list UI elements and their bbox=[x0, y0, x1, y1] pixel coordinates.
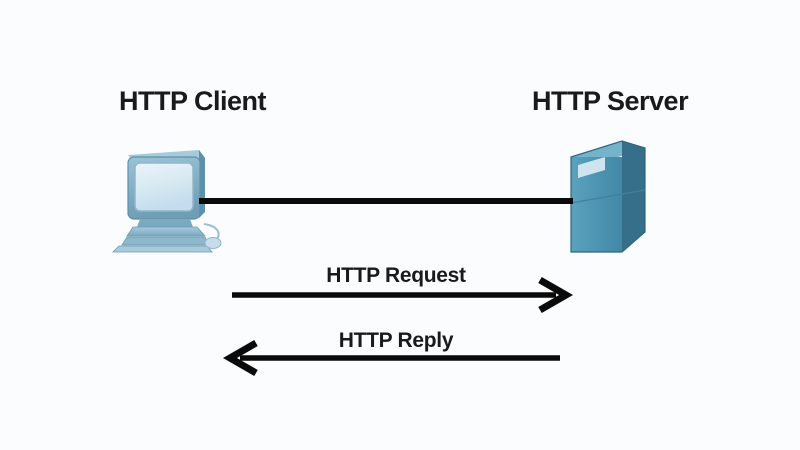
server-slot bbox=[578, 157, 605, 178]
mouse-icon bbox=[204, 237, 222, 249]
server-title: HTTP Server bbox=[532, 86, 689, 116]
computer-base-middle bbox=[121, 236, 210, 246]
monitor-screen bbox=[134, 162, 194, 212]
monitor-neck bbox=[137, 219, 193, 227]
server-side-face bbox=[622, 141, 645, 252]
arrow-left-icon bbox=[222, 339, 258, 377]
server-panel-seam bbox=[570, 189, 646, 204]
server-tower-icon bbox=[570, 140, 646, 253]
http-request-label: HTTP Request bbox=[326, 264, 466, 287]
server-outline bbox=[570, 140, 646, 253]
http-request-arrow bbox=[232, 276, 574, 314]
http-reply-label: HTTP Reply bbox=[338, 329, 454, 352]
http-reply-arrow bbox=[222, 339, 560, 377]
computer-base-upper bbox=[126, 226, 206, 237]
client-title: HTTP Client bbox=[119, 86, 267, 116]
arrow-right-icon bbox=[538, 276, 574, 314]
computer-base-foot bbox=[112, 245, 213, 253]
desktop-computer-icon bbox=[112, 150, 222, 253]
